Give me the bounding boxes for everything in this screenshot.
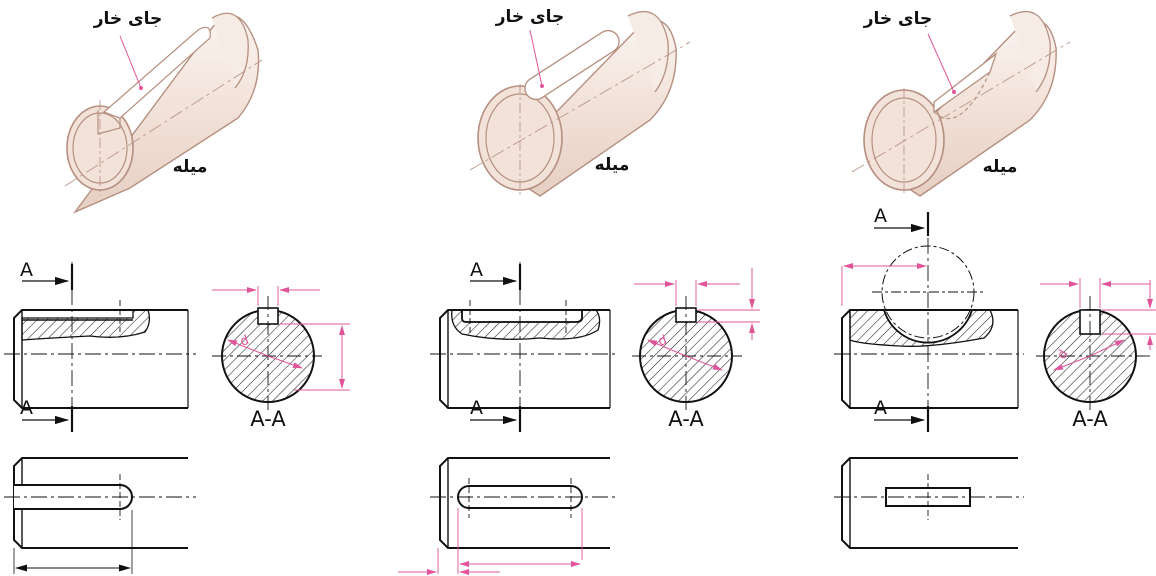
front-view-2: A A (430, 259, 618, 432)
variant-open-ended-keyway: جای خار میله A A (4, 9, 350, 574)
shaft-label: میله (983, 157, 1018, 177)
iso-shaft-1: جای خار میله (64, 9, 263, 214)
front-view-1: A A (4, 259, 196, 432)
cut-label-top: A (20, 259, 33, 281)
shaft-label: میله (173, 157, 208, 177)
iso-shaft-2: جای خار میله (469, 7, 691, 197)
cut-label-top: A (874, 205, 887, 227)
section-label: A-A (1072, 407, 1108, 431)
section-view-3: d A-A (1036, 278, 1156, 431)
section-label: A-A (250, 407, 286, 431)
cut-label-bottom: A (20, 397, 33, 419)
cut-label-bottom: A (470, 397, 483, 419)
top-view-1 (4, 457, 196, 574)
front-view-3: A A (834, 205, 1024, 432)
keyway-label: جای خار (495, 7, 565, 27)
top-view-2 (398, 457, 618, 575)
keyway-label: جای خار (93, 9, 163, 29)
section-view-2: d A-A (632, 268, 760, 431)
shaft-label: میله (595, 155, 630, 175)
section-label: A-A (668, 407, 704, 431)
cut-label-bottom: A (874, 397, 887, 419)
variant-closed-rounded-keyway: جای خار میله A A (398, 7, 760, 575)
cut-label-top: A (470, 259, 483, 281)
iso-shaft-3: جای خار میله (851, 9, 1071, 197)
section-view-1: d A-A (212, 286, 350, 431)
variant-woodruff-keyway: جای خار میله A A (834, 9, 1156, 549)
keyway-label: جای خار (863, 9, 933, 29)
top-view-3 (834, 457, 1024, 549)
